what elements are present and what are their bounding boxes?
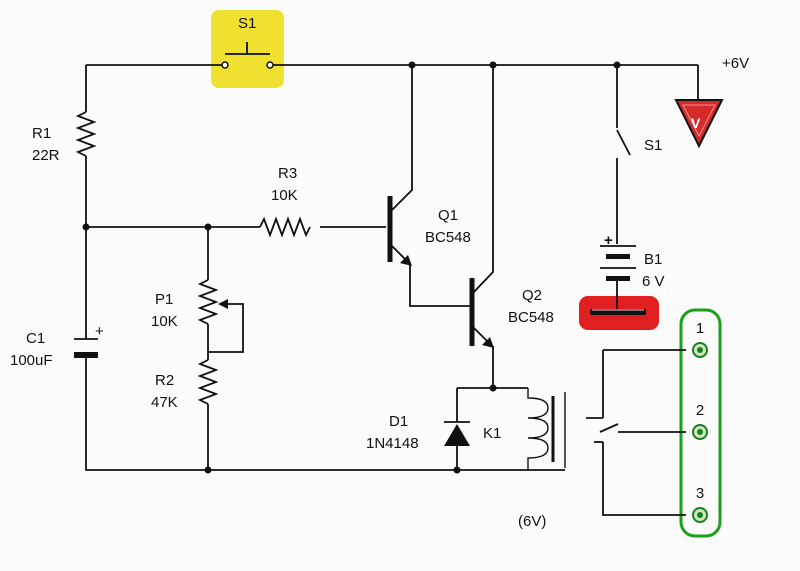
c1-plate-neg bbox=[74, 352, 98, 358]
voltmeter-icon bbox=[674, 99, 724, 149]
switch-main-label: S1 bbox=[238, 15, 256, 32]
r3-value: 10K bbox=[271, 187, 298, 204]
switch-batt-label: S1 bbox=[644, 137, 662, 154]
terminal-3-icon bbox=[697, 512, 703, 518]
terminal-1-label: 1 bbox=[696, 320, 704, 337]
voltmeter-label: V bbox=[691, 115, 701, 131]
c1-plus: + bbox=[95, 323, 104, 340]
c1-value: 100uF bbox=[10, 352, 53, 369]
s1-contact bbox=[221, 61, 229, 69]
p1-value: 10K bbox=[151, 313, 178, 330]
r1-value: 22R bbox=[32, 147, 60, 164]
terminal-1-icon bbox=[697, 347, 703, 353]
terminal-2-icon bbox=[697, 429, 703, 435]
s1-contact bbox=[266, 61, 274, 69]
supply-label: +6V bbox=[722, 55, 749, 72]
k1-voltage: (6V) bbox=[518, 513, 546, 530]
p1-potentiometer bbox=[197, 279, 219, 325]
bottom-rail bbox=[85, 358, 565, 471]
r2-name: R2 bbox=[155, 372, 174, 389]
s1-pushbutton bbox=[225, 42, 270, 55]
q2-emitter-arrow bbox=[482, 337, 494, 348]
battery-plate bbox=[606, 254, 630, 259]
r3-name: R3 bbox=[278, 165, 297, 182]
d1-diode bbox=[444, 424, 470, 446]
k1-coil bbox=[527, 388, 549, 470]
battery-value: 6 V bbox=[642, 273, 665, 290]
terminal-highlight bbox=[679, 308, 722, 538]
battery-name: B1 bbox=[644, 251, 662, 268]
terminal-3-label: 3 bbox=[696, 485, 704, 502]
contact-arm bbox=[599, 423, 619, 433]
terminal-2-label: 2 bbox=[696, 402, 704, 419]
r1-name: R1 bbox=[32, 125, 51, 142]
q1-q2-wire bbox=[409, 264, 472, 307]
p1-wiper-arrow bbox=[218, 299, 228, 309]
q2-name: Q2 bbox=[522, 287, 542, 304]
c1-name: C1 bbox=[26, 330, 45, 347]
node-dot bbox=[82, 223, 90, 231]
batt-switch-arm bbox=[616, 129, 631, 156]
r2-resistor bbox=[197, 359, 219, 405]
q2-value: BC548 bbox=[508, 309, 554, 326]
k1-name: K1 bbox=[483, 425, 501, 442]
r2-value: 47K bbox=[151, 394, 178, 411]
p1-name: P1 bbox=[155, 291, 173, 308]
r3-resistor bbox=[259, 216, 311, 238]
d1-name: D1 bbox=[389, 413, 408, 430]
q2-collector bbox=[471, 65, 494, 295]
contact3-wire bbox=[602, 442, 686, 516]
q1-value: BC548 bbox=[425, 229, 471, 246]
node-dot bbox=[204, 466, 212, 474]
battery-plus: + bbox=[604, 232, 613, 249]
q1-emitter-arrow bbox=[400, 255, 412, 266]
d1-value: 1N4148 bbox=[366, 435, 419, 452]
battery-plate bbox=[606, 276, 630, 281]
q1-collector bbox=[389, 65, 413, 213]
q1-name: Q1 bbox=[438, 207, 458, 224]
r1-resistor bbox=[75, 111, 97, 157]
voltmeter-icon bbox=[682, 104, 716, 138]
node-dot bbox=[204, 223, 212, 231]
p1-wiper-wire bbox=[208, 303, 244, 353]
